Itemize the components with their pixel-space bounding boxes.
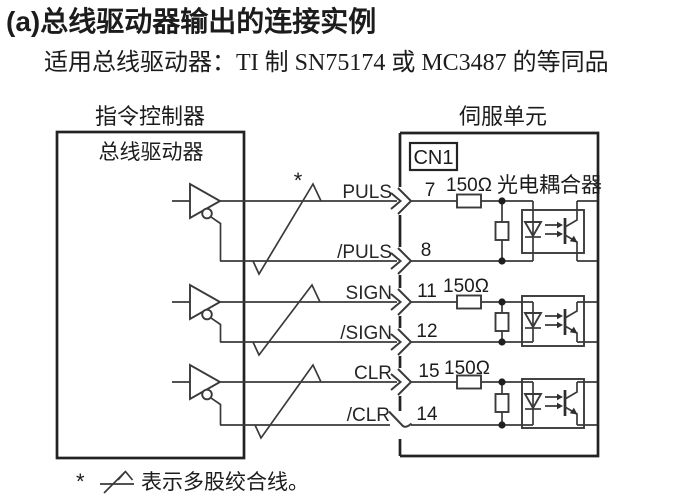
output-rails (577, 381, 597, 426)
resistor-value: 150Ω (443, 276, 489, 297)
footnote-asterisk: * (76, 469, 85, 494)
footnote-text: 表示多股绞合线。 (141, 471, 309, 494)
shunt-resistor (494, 312, 510, 332)
resistor-value: 150Ω (446, 175, 492, 196)
bus-driver-symbol (172, 283, 222, 342)
signal-label: CLR (354, 363, 392, 384)
connector-hook (388, 410, 413, 428)
emitter-arrow (569, 326, 578, 334)
pin-number: 15 (418, 361, 439, 382)
light-arrow-head (557, 321, 563, 329)
emitter-arrow (569, 407, 578, 415)
shunt-resistor (494, 393, 510, 413)
page-title: (a)总线驱动器输出的连接实例 (6, 5, 376, 37)
twisted-pair-symbol (254, 363, 322, 440)
pin-number: 11 (417, 281, 437, 302)
twisted-pairs: * (252, 168, 322, 440)
junction-dot (498, 298, 506, 306)
output-rails (577, 301, 597, 343)
bus-driver-symbol (172, 182, 222, 261)
servo-box (400, 131, 600, 458)
photocoupler-package (521, 209, 585, 254)
resistor-value: 150Ω (444, 358, 490, 379)
pin-number: 14 (416, 404, 438, 425)
junction-dot (498, 378, 506, 386)
phototransistor-leads (564, 382, 578, 425)
connectors (388, 187, 413, 428)
bus-drivers (172, 182, 222, 425)
header: (a)总线驱动器输出的连接实例 适用总线驱动器：TI 制 SN75174 或 M… (6, 5, 609, 76)
led-symbol (523, 221, 543, 238)
input-network-clr (411, 374, 597, 429)
bus-driver-label: 总线驱动器 (99, 141, 204, 164)
photocoupler-label: 光电耦合器 (497, 174, 602, 197)
controller-box (55, 130, 246, 460)
junction-dot (498, 197, 506, 205)
signal-label: /PULS (337, 242, 392, 263)
pin-number: 7 (425, 180, 436, 201)
servo-section: 伺服单元 CN1 光电耦合器 (398, 104, 602, 458)
pin-number: 8 (421, 240, 432, 261)
junction-dot (498, 338, 506, 346)
light-arrow-head (557, 312, 563, 320)
light-arrows (545, 396, 558, 407)
output-rails (577, 200, 597, 262)
light-arrows (545, 315, 558, 326)
servo-title: 伺服单元 (459, 104, 547, 129)
photocoupler-package (521, 295, 585, 347)
twisted-pair-asterisk: * (294, 168, 303, 193)
twisted-pair-symbol (252, 182, 322, 276)
junction-dot (498, 421, 506, 429)
signal-label: SIGN (346, 283, 392, 304)
light-arrow-head (557, 402, 563, 410)
light-arrows (545, 224, 558, 235)
signal-wires (220, 200, 397, 426)
light-arrow-head (557, 221, 563, 229)
twisted-pair-legend-symbol (100, 470, 134, 494)
junction-dot (498, 257, 506, 265)
pin-number: 12 (416, 321, 437, 342)
led-symbol (523, 312, 543, 329)
cn1-label: CN1 (413, 147, 453, 169)
series-resistor (456, 374, 482, 390)
shunt-resistor (494, 221, 510, 241)
series-resistor (456, 193, 482, 209)
signal-labels: PULS /PULS SIGN /SIGN CLR /CLR 7 8 11 12… (337, 175, 492, 426)
page-subtitle: 适用总线驱动器：TI 制 SN75174 或 MC3487 的等同品 (44, 49, 609, 76)
twisted-pair-symbol (252, 283, 321, 357)
series-resistor (456, 294, 482, 310)
signal-label: /SIGN (340, 323, 392, 344)
phototransistor-leads (564, 302, 578, 342)
input-network-puls (411, 193, 597, 265)
footnote: * 表示多股绞合线。 (76, 469, 309, 494)
photocoupler-package (521, 378, 585, 429)
controller-section: 指令控制器 总线驱动器 (55, 104, 246, 460)
signal-label: /CLR (347, 405, 390, 426)
cn1-box (408, 141, 459, 172)
signal-label: PULS (342, 182, 392, 203)
controller-title: 指令控制器 (95, 104, 205, 129)
input-network-sign (411, 294, 597, 347)
bus-driver-symbol (172, 363, 222, 425)
light-arrow-head (557, 230, 563, 238)
led-symbol (523, 393, 543, 410)
emitter-arrow (569, 235, 578, 243)
light-arrow-head (557, 393, 563, 401)
